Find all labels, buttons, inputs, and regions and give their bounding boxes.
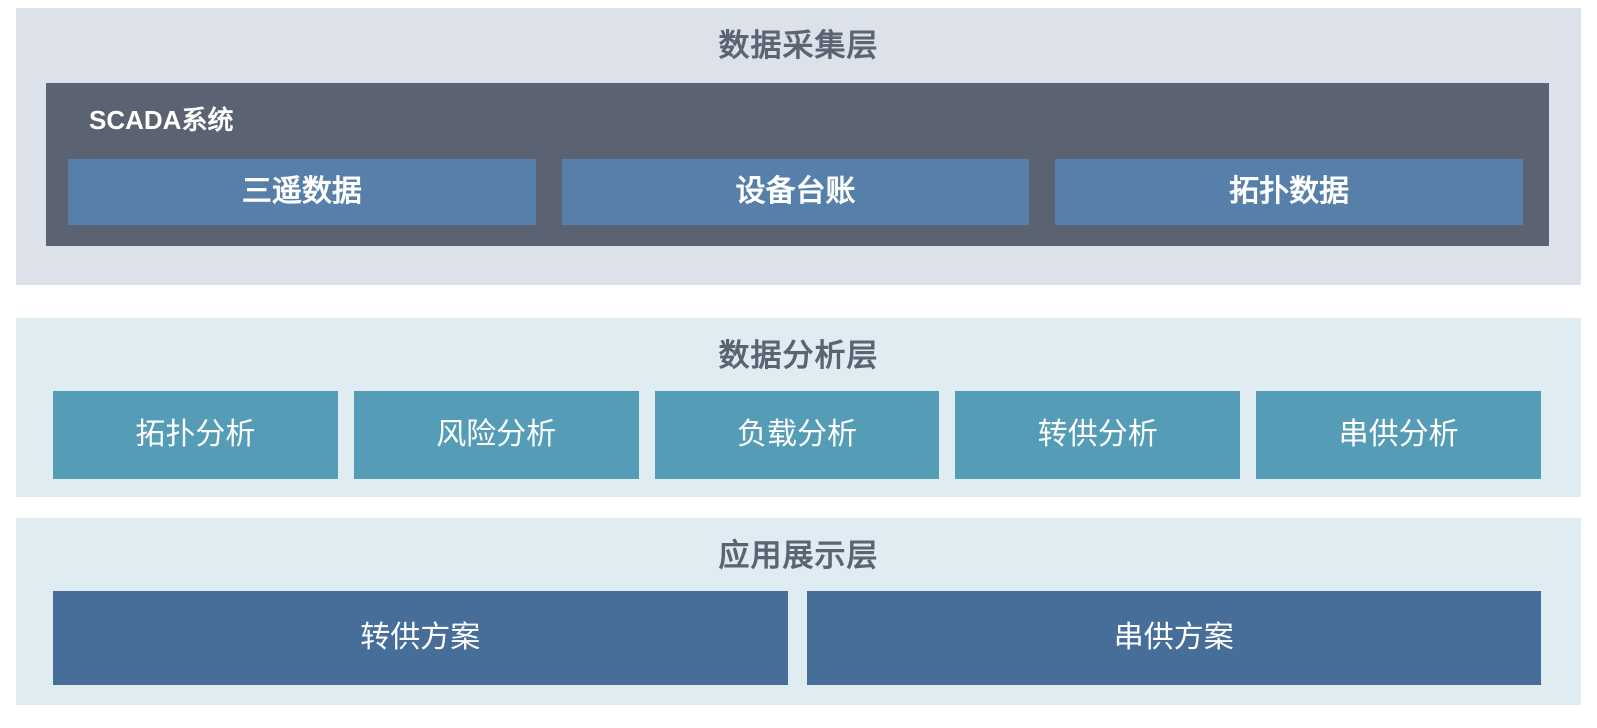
scada-item-topology-data: 拓扑数据: [1055, 159, 1524, 225]
analysis-item-transfer-supply: 转供分析: [955, 391, 1241, 479]
application-items-row: 转供方案 串供方案: [53, 591, 1541, 685]
scada-items-row: 三遥数据 设备台账 拓扑数据: [68, 159, 1524, 225]
application-display-layer-title: 应用展示层: [718, 538, 879, 573]
analysis-items-row: 拓扑分析 风险分析 负载分析 转供分析 串供分析: [53, 391, 1541, 479]
analysis-item-series-supply: 串供分析: [1256, 391, 1541, 479]
analysis-item-topology: 拓扑分析: [53, 391, 338, 479]
analysis-item-load: 负载分析: [654, 391, 940, 479]
data-collection-layer-title: 数据采集层: [718, 28, 879, 63]
application-display-layer: 应用展示层 转供方案 串供方案: [16, 518, 1581, 705]
application-item-series-supply-plan: 串供方案: [806, 591, 1541, 685]
scada-system-box: SCADA系统 三遥数据 设备台账 拓扑数据: [46, 83, 1549, 246]
data-analysis-layer: 数据分析层 拓扑分析 风险分析 负载分析 转供分析 串供分析: [16, 318, 1581, 497]
data-analysis-layer-title: 数据分析层: [718, 338, 879, 373]
scada-system-title: SCADA系统: [89, 105, 234, 135]
application-item-transfer-supply-plan: 转供方案: [53, 591, 788, 685]
scada-item-telemetry-data: 三遥数据: [68, 159, 536, 225]
scada-item-equipment-ledger: 设备台账: [561, 159, 1030, 225]
data-collection-layer: 数据采集层 SCADA系统 三遥数据 设备台账 拓扑数据: [16, 8, 1581, 285]
analysis-item-risk: 风险分析: [353, 391, 639, 479]
